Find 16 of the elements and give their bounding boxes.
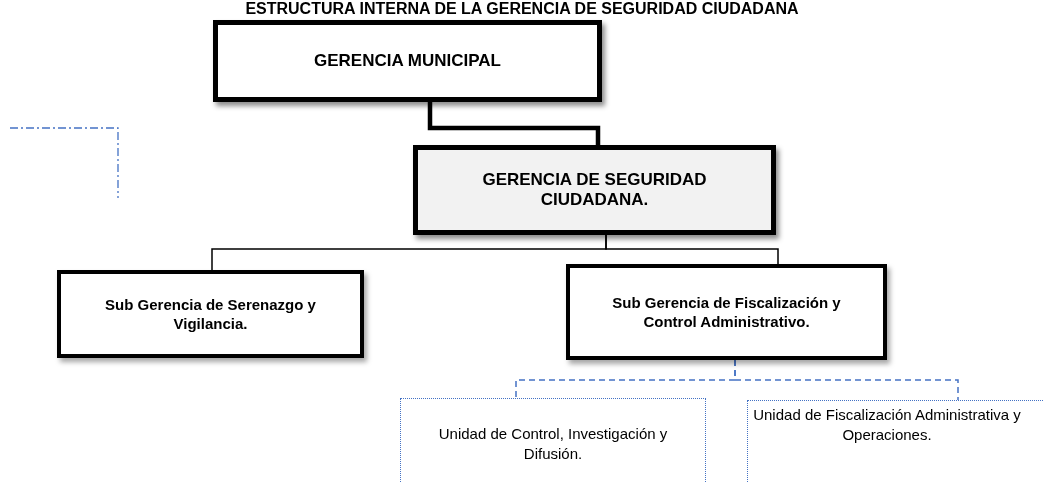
connector-line (734, 359, 959, 401)
department-box (413, 145, 776, 235)
connector-line (605, 234, 779, 265)
chart-title: ESTRUCTURA INTERNA DE LA GERENCIA DE SEGURIDAD CIUDADANA (245, 0, 799, 18)
unit-name: Unidad de Control, Investigación y Difusión. (437, 424, 669, 463)
unit-name: Unidad de Fiscalización Administrativa y Operaciones. (752, 405, 1022, 444)
unit-name: GERENCIA MUNICIPAL (314, 51, 501, 71)
unit-name: Sub Gerencia de Fiscalización y Control Administrativo. (611, 292, 842, 332)
unit-box (747, 400, 1044, 482)
unit-box (400, 398, 706, 482)
unit-name: Sub Gerencia de Serenazgo y Vigilancia. (104, 294, 317, 334)
connector-line (427, 102, 601, 145)
management-box (213, 20, 602, 102)
unit-name: GERENCIA DE SEGURIDAD CIUDADANA. (481, 170, 708, 210)
subdivision-box (57, 270, 364, 358)
subdivision-box (566, 264, 887, 360)
